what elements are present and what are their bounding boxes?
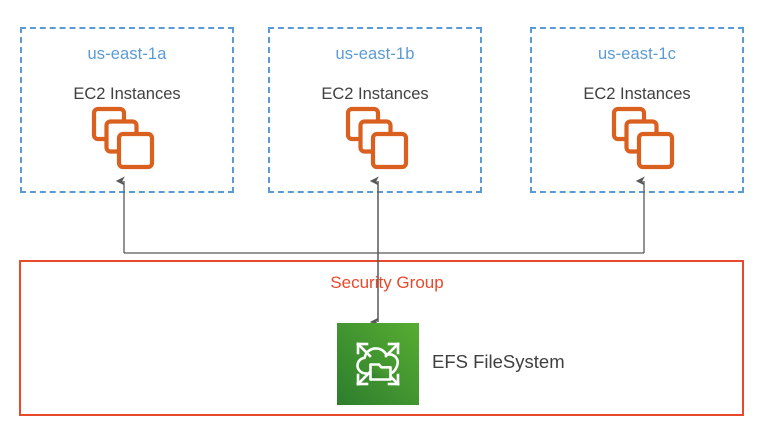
- az-title: us-east-1a: [87, 45, 167, 63]
- az-resource-label: EC2 Instances: [583, 85, 691, 103]
- ec2-instances-icon[interactable]: [611, 106, 677, 172]
- az-resource-label: EC2 Instances: [73, 85, 181, 103]
- az-resource-label: EC2 Instances: [321, 85, 429, 103]
- efs-filesystem-icon[interactable]: [337, 323, 419, 405]
- ec2-instances-icon[interactable]: [345, 106, 411, 172]
- az-title: us-east-1c: [597, 45, 677, 63]
- ec2-instances-icon[interactable]: [91, 106, 157, 172]
- availability-zone-us-east-1b[interactable]: us-east-1b EC2 Instances: [268, 27, 482, 193]
- availability-zone-us-east-1a[interactable]: us-east-1a EC2 Instances: [20, 27, 234, 193]
- efs-filesystem-label: EFS FileSystem: [432, 351, 565, 372]
- security-group-boundary[interactable]: [19, 260, 744, 416]
- availability-zone-us-east-1c[interactable]: us-east-1c EC2 Instances: [530, 27, 744, 193]
- security-group-label: Security Group: [330, 273, 444, 292]
- az-title: us-east-1b: [335, 45, 415, 63]
